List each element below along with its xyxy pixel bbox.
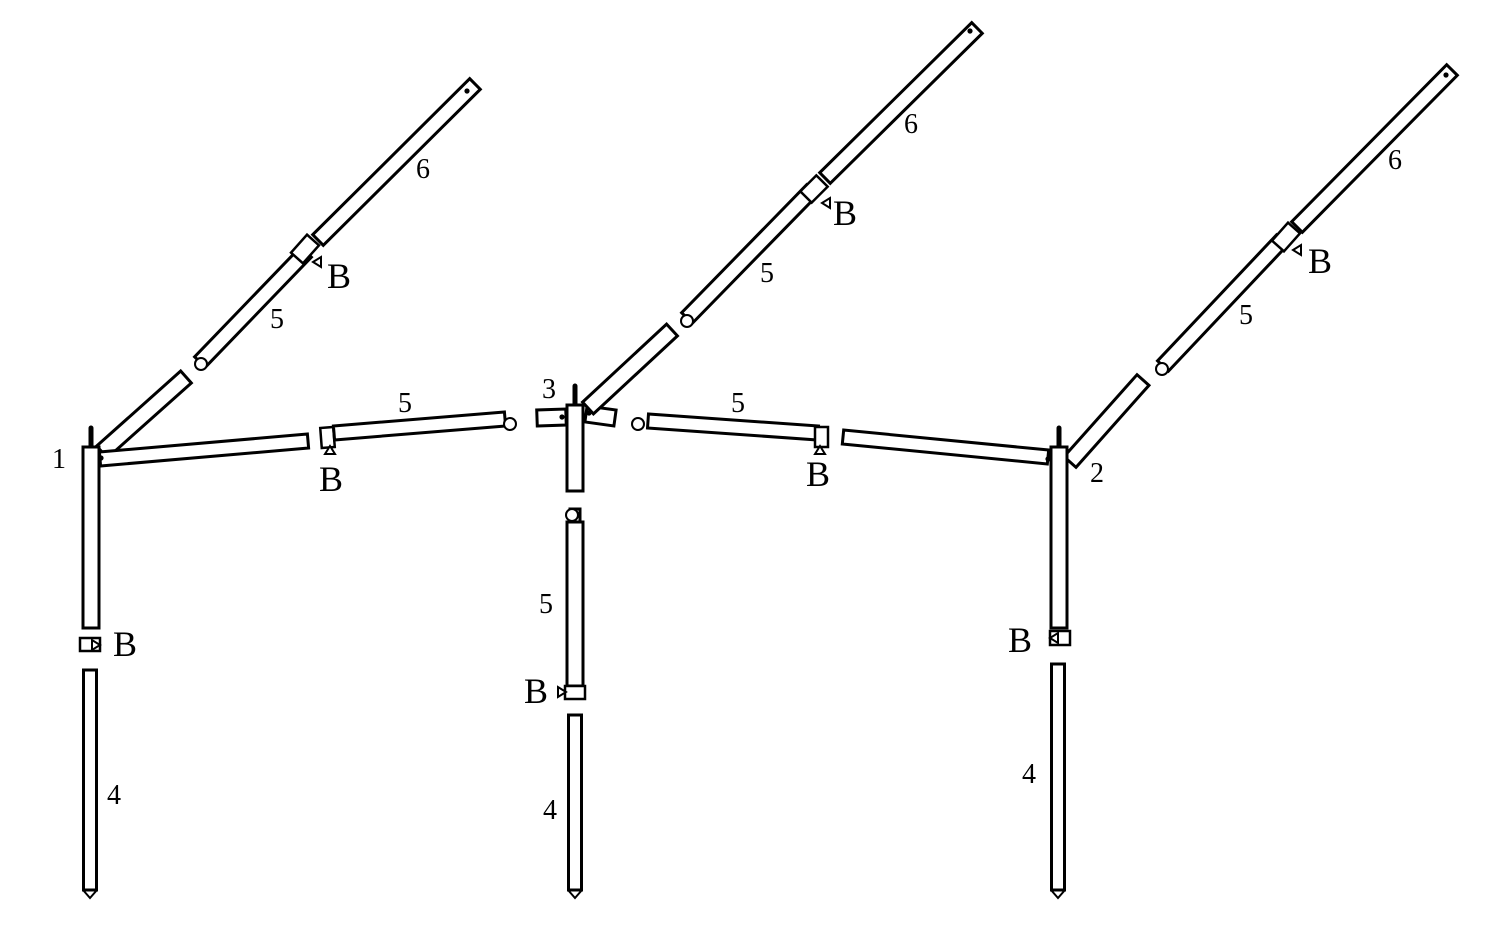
label-clamp-b-left-horiz: B	[319, 459, 343, 499]
label-post-3: 3	[542, 374, 556, 405]
label-pole-5-left-diag: 5	[270, 304, 284, 335]
center-horiz-knob	[631, 417, 645, 431]
label-pole-5-left-horiz: 5	[398, 388, 412, 419]
left-pole-6-hole	[464, 88, 470, 94]
label-clamp-b-right-diag: B	[1308, 241, 1332, 281]
left-diag-knob	[194, 357, 208, 371]
post-2-hole	[1045, 456, 1051, 462]
left-diag-clamp-b	[289, 232, 321, 266]
center-pole-4-spike	[567, 889, 583, 900]
right-diag-clamp-screw	[1291, 243, 1302, 257]
center-vert-knob	[565, 508, 579, 522]
center-diag-stub	[580, 322, 680, 416]
left-diag-pole-5	[192, 244, 314, 370]
label-clamp-b-left-diag: B	[327, 256, 351, 296]
label-pole-4-right: 4	[1022, 759, 1036, 790]
label-clamp-b-right-post: B	[1008, 620, 1032, 660]
right-pole-4-spike	[1050, 889, 1066, 900]
center-pole-6	[817, 20, 985, 186]
label-post-2: 2	[1090, 458, 1104, 489]
left-pole-4-spike	[82, 889, 98, 900]
right-diag-clamp-b	[1270, 220, 1302, 254]
center-pole-4	[567, 713, 583, 892]
label-clamp-b-center-diag: B	[833, 193, 857, 233]
post-3-upper	[565, 403, 585, 493]
post-1-clamp-screw	[91, 638, 102, 652]
post-1-upper	[81, 445, 101, 630]
right-diag-knob	[1155, 362, 1169, 376]
center-diag-pole-5	[679, 182, 820, 326]
labels: 1 2 3 6 6 6 5 5 5 5 5 5 4 4 4 B B B B B …	[52, 109, 1402, 826]
right-diag-stub	[1061, 372, 1152, 470]
label-pole-4-center: 4	[543, 795, 557, 826]
frame-parts	[78, 20, 1460, 900]
right-horiz-clamp-b	[813, 425, 830, 449]
right-horiz-stub	[840, 428, 1051, 466]
left-horiz-pole-5	[331, 410, 508, 442]
right-pole-6-hole	[1443, 72, 1449, 78]
right-diag-pole-5	[1155, 232, 1290, 374]
center-vert-pole-5	[565, 520, 585, 688]
label-pole-6-center: 6	[904, 109, 918, 140]
right-horiz-clamp-screw	[813, 444, 827, 455]
post-2-upper	[1049, 445, 1069, 630]
left-horiz-clamp-screw	[323, 444, 337, 455]
center-diag-clamp-screw	[820, 196, 831, 210]
label-clamp-b-center-vert: B	[524, 671, 548, 711]
label-pole-5-right-diag: 5	[1239, 300, 1253, 331]
right-pole-6	[1289, 62, 1460, 235]
label-post-1: 1	[52, 444, 66, 475]
label-pole-6-left: 6	[416, 154, 430, 185]
center-pole-6-hole	[967, 28, 973, 34]
label-pole-6-right: 6	[1388, 145, 1402, 176]
label-pole-5-center-diag: 5	[760, 258, 774, 289]
left-pole-6	[310, 76, 483, 248]
label-pole-4-left: 4	[107, 780, 121, 811]
center-diag-clamp-b	[798, 173, 830, 205]
center-vert-clamp-b	[563, 684, 587, 701]
left-diag-clamp-screw	[311, 255, 322, 269]
label-pole-5-center-vert: 5	[539, 589, 553, 620]
center-left-hole	[559, 414, 565, 420]
right-pole-4	[1050, 662, 1066, 892]
center-vert-clamp-screw	[557, 685, 568, 699]
left-horiz-knob	[503, 417, 517, 431]
label-clamp-b-right-horiz: B	[806, 454, 830, 494]
post-1-hole	[98, 455, 104, 461]
left-pole-4	[82, 668, 98, 892]
label-clamp-b-left-post: B	[113, 624, 137, 664]
center-diag-knob	[680, 314, 694, 328]
label-pole-5-right-horiz: 5	[731, 388, 745, 419]
post-2-clamp-screw	[1048, 631, 1059, 645]
